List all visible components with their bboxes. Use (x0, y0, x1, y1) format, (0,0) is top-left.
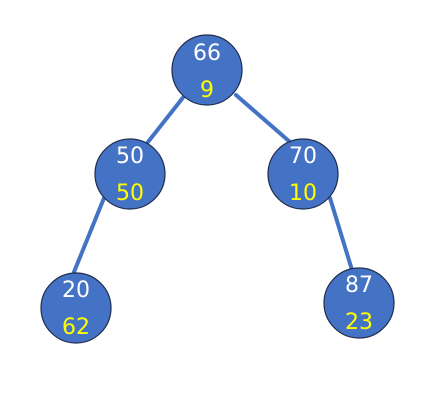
node-66: 66 9 (171, 34, 243, 106)
node-20-circle (40, 272, 112, 344)
node-50-key: 50 (116, 144, 144, 169)
edge-50-20 (72, 196, 106, 274)
node-50-priority: 50 (116, 181, 144, 206)
node-70-priority: 10 (289, 181, 317, 206)
node-87: 87 23 (323, 267, 395, 339)
node-87-circle (323, 267, 395, 339)
node-50: 50 50 (94, 138, 166, 210)
node-87-key: 87 (345, 273, 373, 298)
node-87-priority: 23 (345, 310, 373, 335)
edge-66-70 (234, 93, 292, 144)
node-20-priority: 62 (62, 315, 90, 340)
node-70-circle (267, 138, 339, 210)
node-70: 70 10 (267, 138, 339, 210)
node-50-circle (94, 138, 166, 210)
node-20: 20 62 (40, 272, 112, 344)
node-66-priority: 9 (200, 78, 214, 103)
node-66-key: 66 (193, 41, 221, 66)
node-20-key: 20 (62, 278, 90, 303)
edges (72, 93, 354, 274)
node-66-circle (171, 34, 243, 106)
edge-70-87 (328, 196, 354, 272)
node-70-key: 70 (289, 144, 317, 169)
edge-66-50 (146, 93, 187, 144)
